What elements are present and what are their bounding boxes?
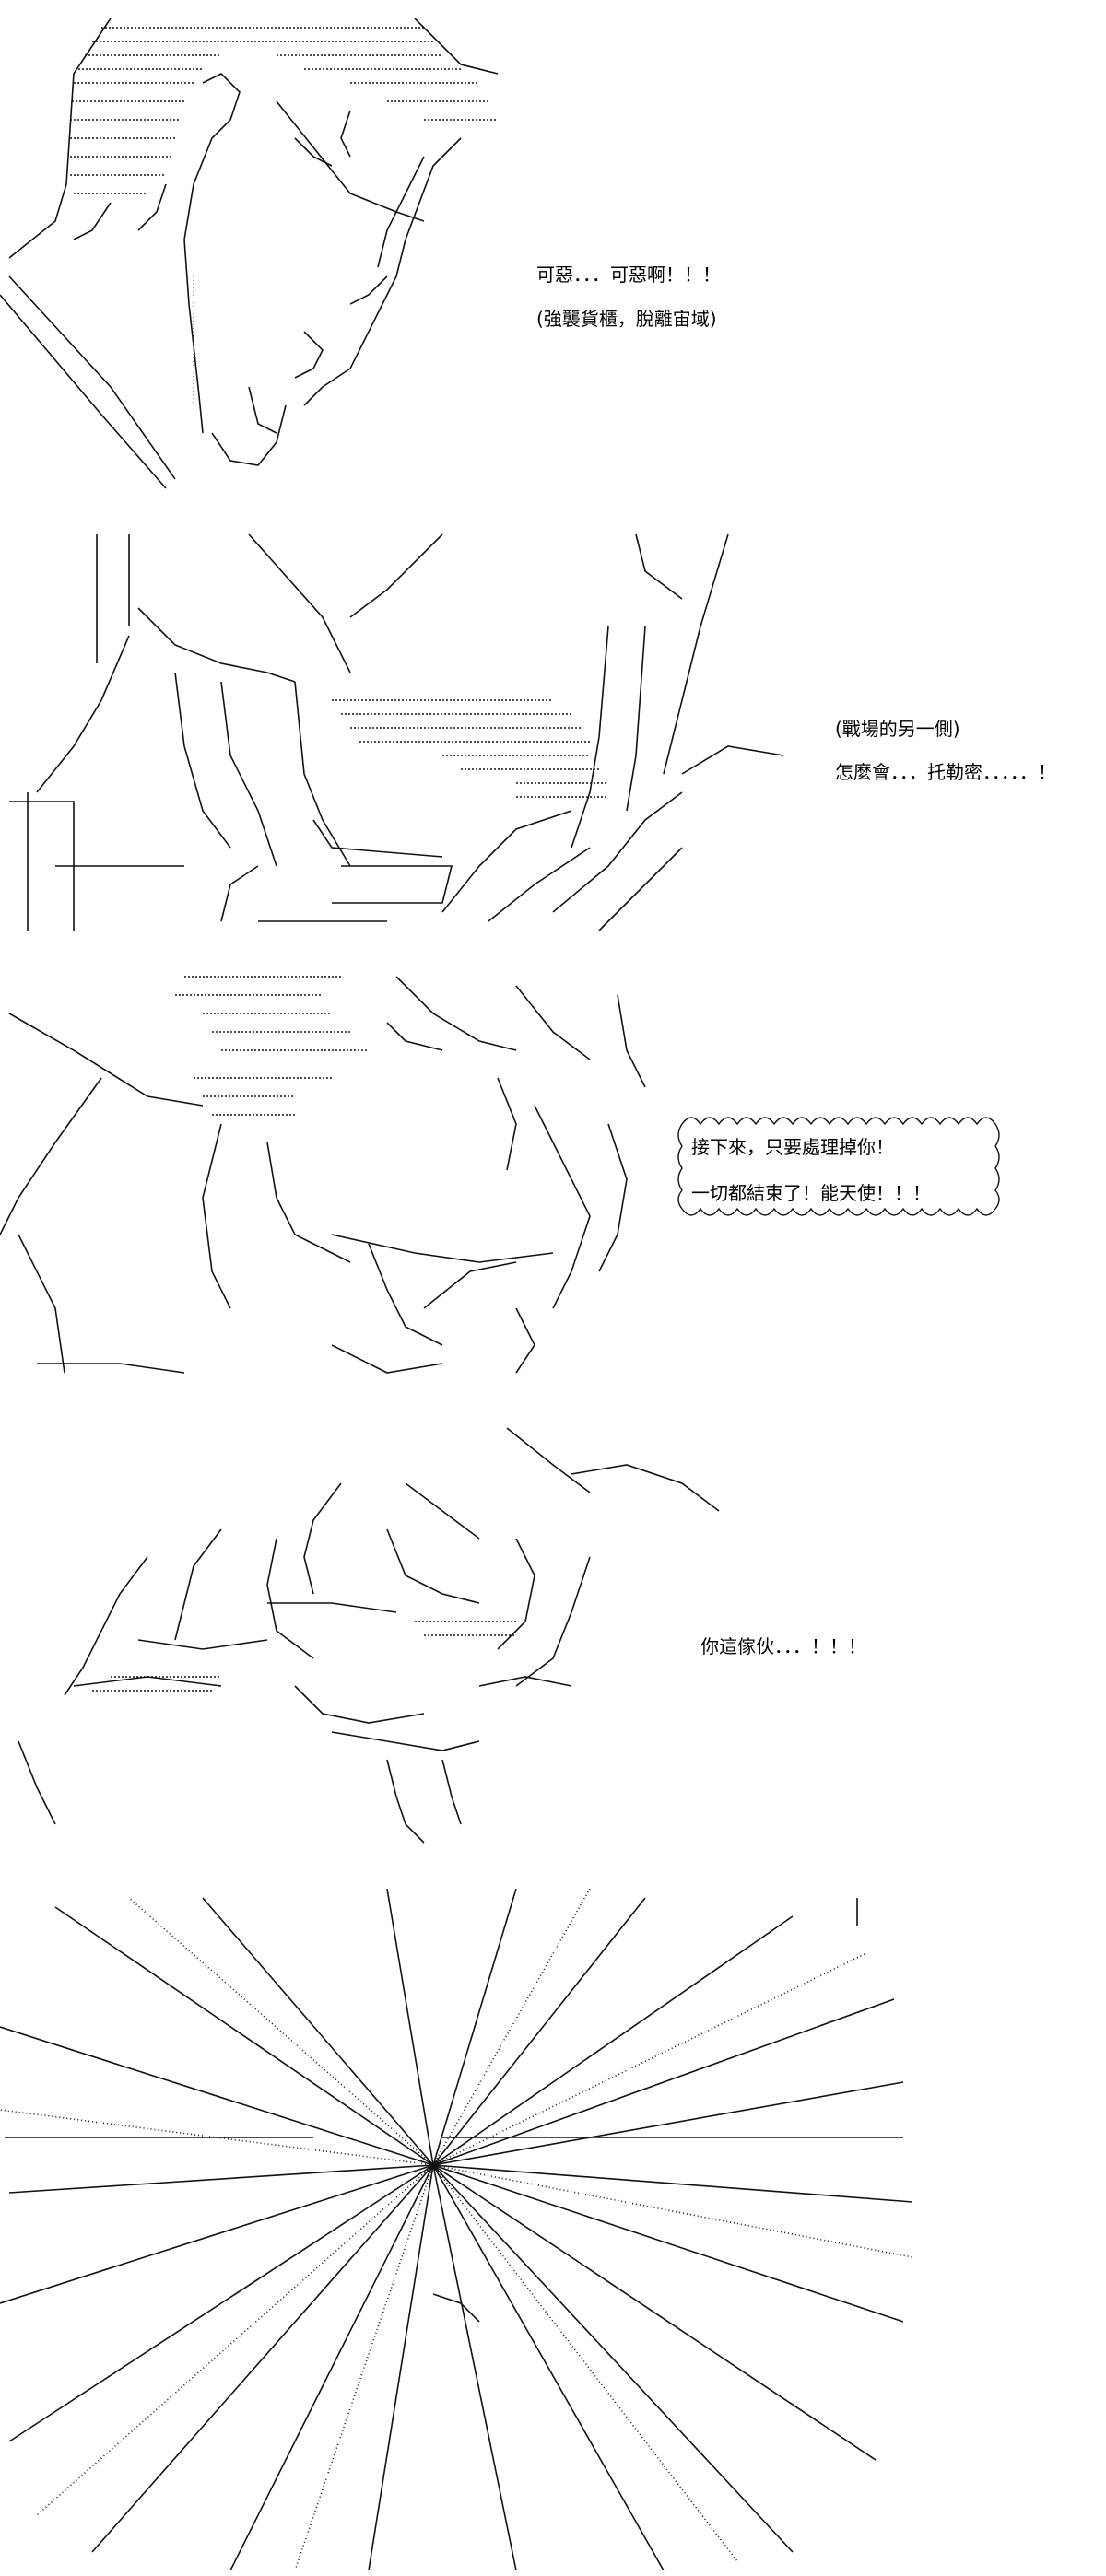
panel-4-ascii-art bbox=[18, 1427, 720, 1844]
panel-1: 可惡．．．可惡啊！！！ (強襲貨櫃，脫離宙域) bbox=[0, 0, 1106, 502]
panel-3-line-1: 接下來，只要處理掉你！ bbox=[691, 1136, 894, 1158]
panel-1-ascii-art bbox=[0, 18, 499, 489]
panel-4: 你這傢伙．．．！！！ bbox=[0, 1410, 1106, 1870]
panel-5 bbox=[0, 1889, 1106, 2570]
panel-1-line-1: 可惡．．．可惡啊！！！ bbox=[536, 263, 721, 286]
panel-3: 接下來，只要處理掉你！ 一切都結束了！能天使！！！ bbox=[0, 958, 1106, 1391]
panel-2: (戰場的另一側) 怎麼會．．．托勒密．．．．．！ bbox=[0, 516, 1106, 940]
panel-3-ascii-art bbox=[0, 976, 646, 1374]
panel-2-ascii-art bbox=[9, 533, 784, 931]
panel-2-line-1: (戰場的另一側) bbox=[835, 718, 960, 740]
panel-3-line-2: 一切都結束了！能天使！！！ bbox=[691, 1182, 931, 1204]
panel-3-speech-bubble bbox=[677, 1117, 1000, 1216]
panel-2-line-2: 怎麼會．．．托勒密．．．．．！ bbox=[835, 761, 1056, 783]
panel-4-line-1: 你這傢伙．．．！！！ bbox=[700, 1635, 866, 1657]
panel-1-line-2: (強襲貨櫃，脫離宙域) bbox=[536, 308, 717, 330]
panel-5-ascii-art bbox=[0, 1889, 913, 2570]
